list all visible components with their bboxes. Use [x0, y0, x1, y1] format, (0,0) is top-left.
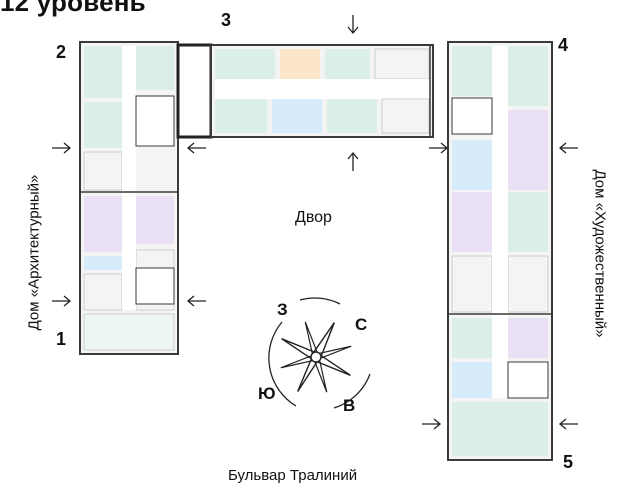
- compass-west: Ю: [258, 384, 276, 403]
- section-number: 1: [56, 329, 67, 349]
- compass-east: С: [355, 315, 368, 334]
- section-number: 2: [56, 42, 67, 62]
- compass-south: В: [343, 396, 356, 415]
- compass-rose-icon: [268, 297, 371, 409]
- arrow-icon: [429, 142, 449, 154]
- arrow-icon: [52, 295, 72, 307]
- arrow-icon: [347, 151, 359, 171]
- left-wing[interactable]: [79, 41, 179, 355]
- arrow-icon: [186, 142, 206, 154]
- right-wing[interactable]: [447, 41, 553, 461]
- top-wing[interactable]: [210, 44, 434, 138]
- arrow-icon: [52, 142, 72, 154]
- building-label-right: Дом «Художественный»: [591, 169, 609, 338]
- courtyard-label: Двор: [295, 209, 332, 226]
- street-label: Бульвар Тралиний: [228, 467, 358, 484]
- arrow-icon: [558, 418, 578, 430]
- entrance-arrows: [52, 15, 578, 430]
- page-title: 12 уровень: [0, 0, 146, 17]
- section-number: 4: [558, 35, 569, 55]
- compass-north: З: [277, 300, 288, 319]
- arrow-icon: [186, 295, 206, 307]
- section-number: 5: [563, 452, 574, 472]
- building-label-left: Дом «Архитектурный»: [25, 174, 43, 331]
- arrow-icon: [422, 418, 442, 430]
- arrow-icon: [558, 142, 578, 154]
- connector-block: [176, 43, 213, 139]
- section-number: 3: [221, 10, 232, 30]
- arrow-icon: [347, 15, 359, 35]
